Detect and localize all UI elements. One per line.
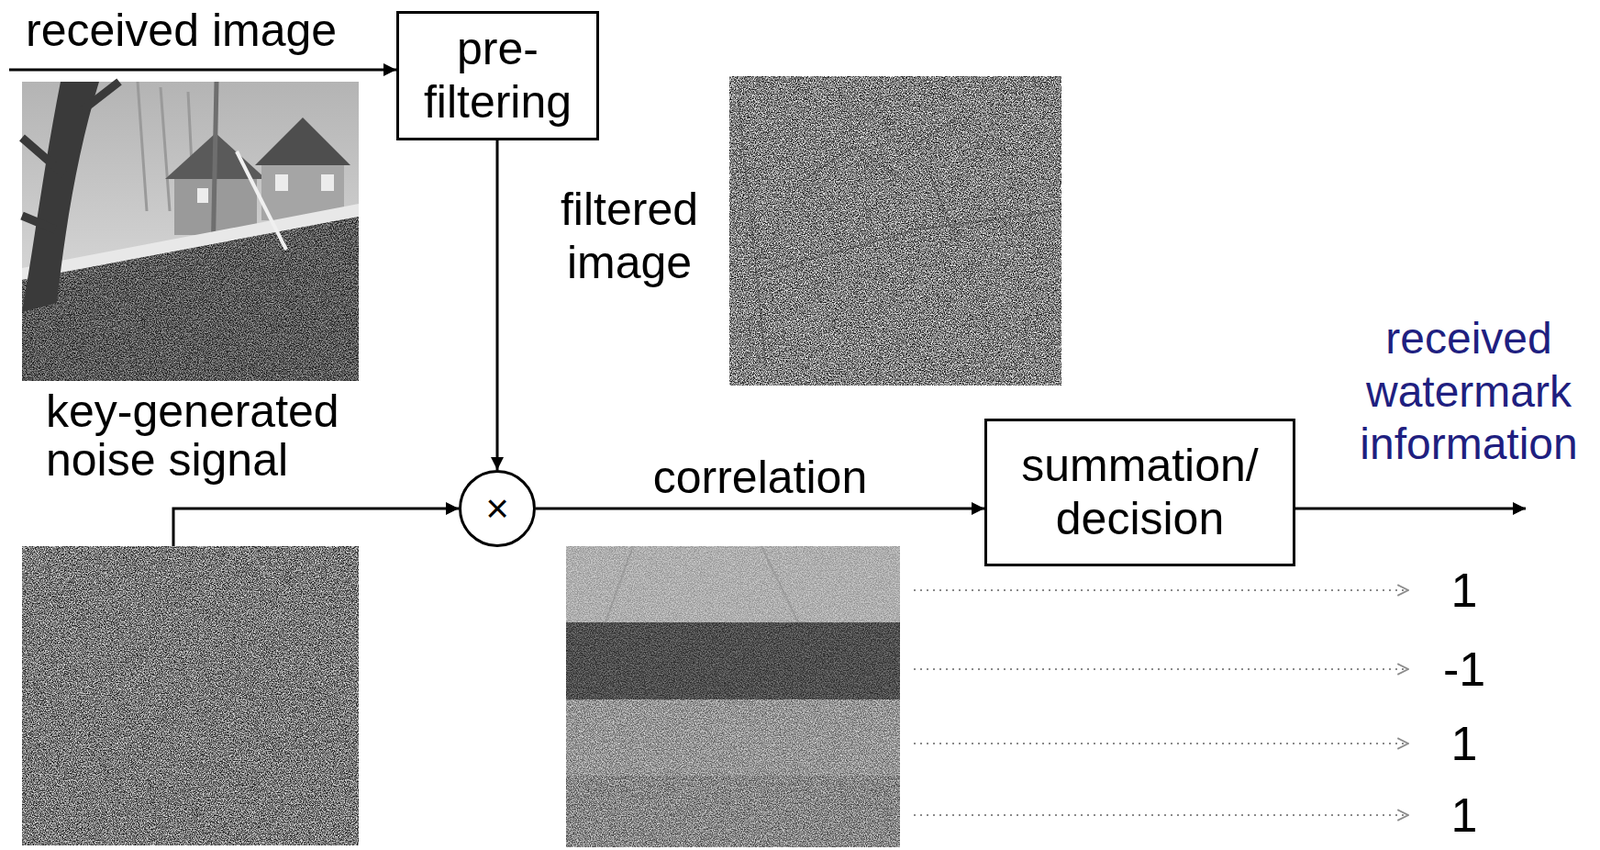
bit-leaders <box>913 589 1409 815</box>
node-text: summation/ decision <box>996 439 1284 545</box>
photo-window <box>197 188 209 203</box>
flow-arrow <box>535 507 985 511</box>
signal-label: key-generated noise signal <box>45 387 363 484</box>
output-label: received watermark information <box>1346 311 1591 471</box>
photo-hedge <box>22 216 359 381</box>
received-photo <box>22 81 359 381</box>
noise-tint <box>22 545 359 845</box>
correlation-band <box>566 775 900 847</box>
bit-value: 1 <box>1418 787 1511 843</box>
dotted-arrow <box>913 742 1409 745</box>
input-arrow <box>9 68 397 72</box>
photo-branches <box>22 81 120 230</box>
photo-tree-trunk <box>22 81 100 312</box>
bit-value: 1 <box>1418 715 1511 771</box>
dotted-arrow <box>913 588 1409 591</box>
dotted-arrow <box>913 667 1409 670</box>
noise-picture <box>22 545 359 845</box>
correlation-texture <box>566 699 900 776</box>
photo-hedge-base <box>22 216 359 381</box>
correlation-faint-lines <box>605 545 799 623</box>
filtered-base <box>729 76 1062 386</box>
node-text: pre- filtering <box>408 22 588 129</box>
dotted-arrow <box>913 813 1409 816</box>
circle-shape <box>460 471 535 546</box>
photo-pole <box>236 151 287 250</box>
node-text: × <box>485 488 510 529</box>
process-box: pre- filtering <box>396 11 600 141</box>
correlation-band <box>566 622 900 700</box>
noise-arrow <box>173 508 459 546</box>
output-arrow <box>1295 507 1526 511</box>
multiply-circle: × <box>458 469 536 547</box>
filtered-picture <box>729 76 1062 386</box>
image-label: filtered image <box>537 183 722 289</box>
correlation-texture <box>566 622 900 700</box>
correlation-texture <box>566 545 900 623</box>
correlation-picture <box>566 545 900 847</box>
correlation-texture <box>566 775 900 847</box>
photo-sky <box>22 81 359 381</box>
edge-label: correlation <box>649 452 871 503</box>
decision-box: summation/ decision <box>984 418 1296 567</box>
photo-roof <box>255 117 351 166</box>
photo-window <box>275 174 289 191</box>
photo-window <box>321 174 334 191</box>
filtered-texture <box>729 76 1062 386</box>
noise-texture <box>22 545 359 845</box>
bit-value: -1 <box>1418 641 1511 697</box>
filtered-edges <box>738 100 1056 367</box>
correlation-band <box>566 699 900 776</box>
flow-arrow <box>496 140 500 470</box>
bit-value: 1 <box>1418 562 1511 618</box>
correlation-band <box>566 545 900 623</box>
photo-hedge-texture <box>22 216 359 381</box>
input-label: received image <box>25 5 393 56</box>
